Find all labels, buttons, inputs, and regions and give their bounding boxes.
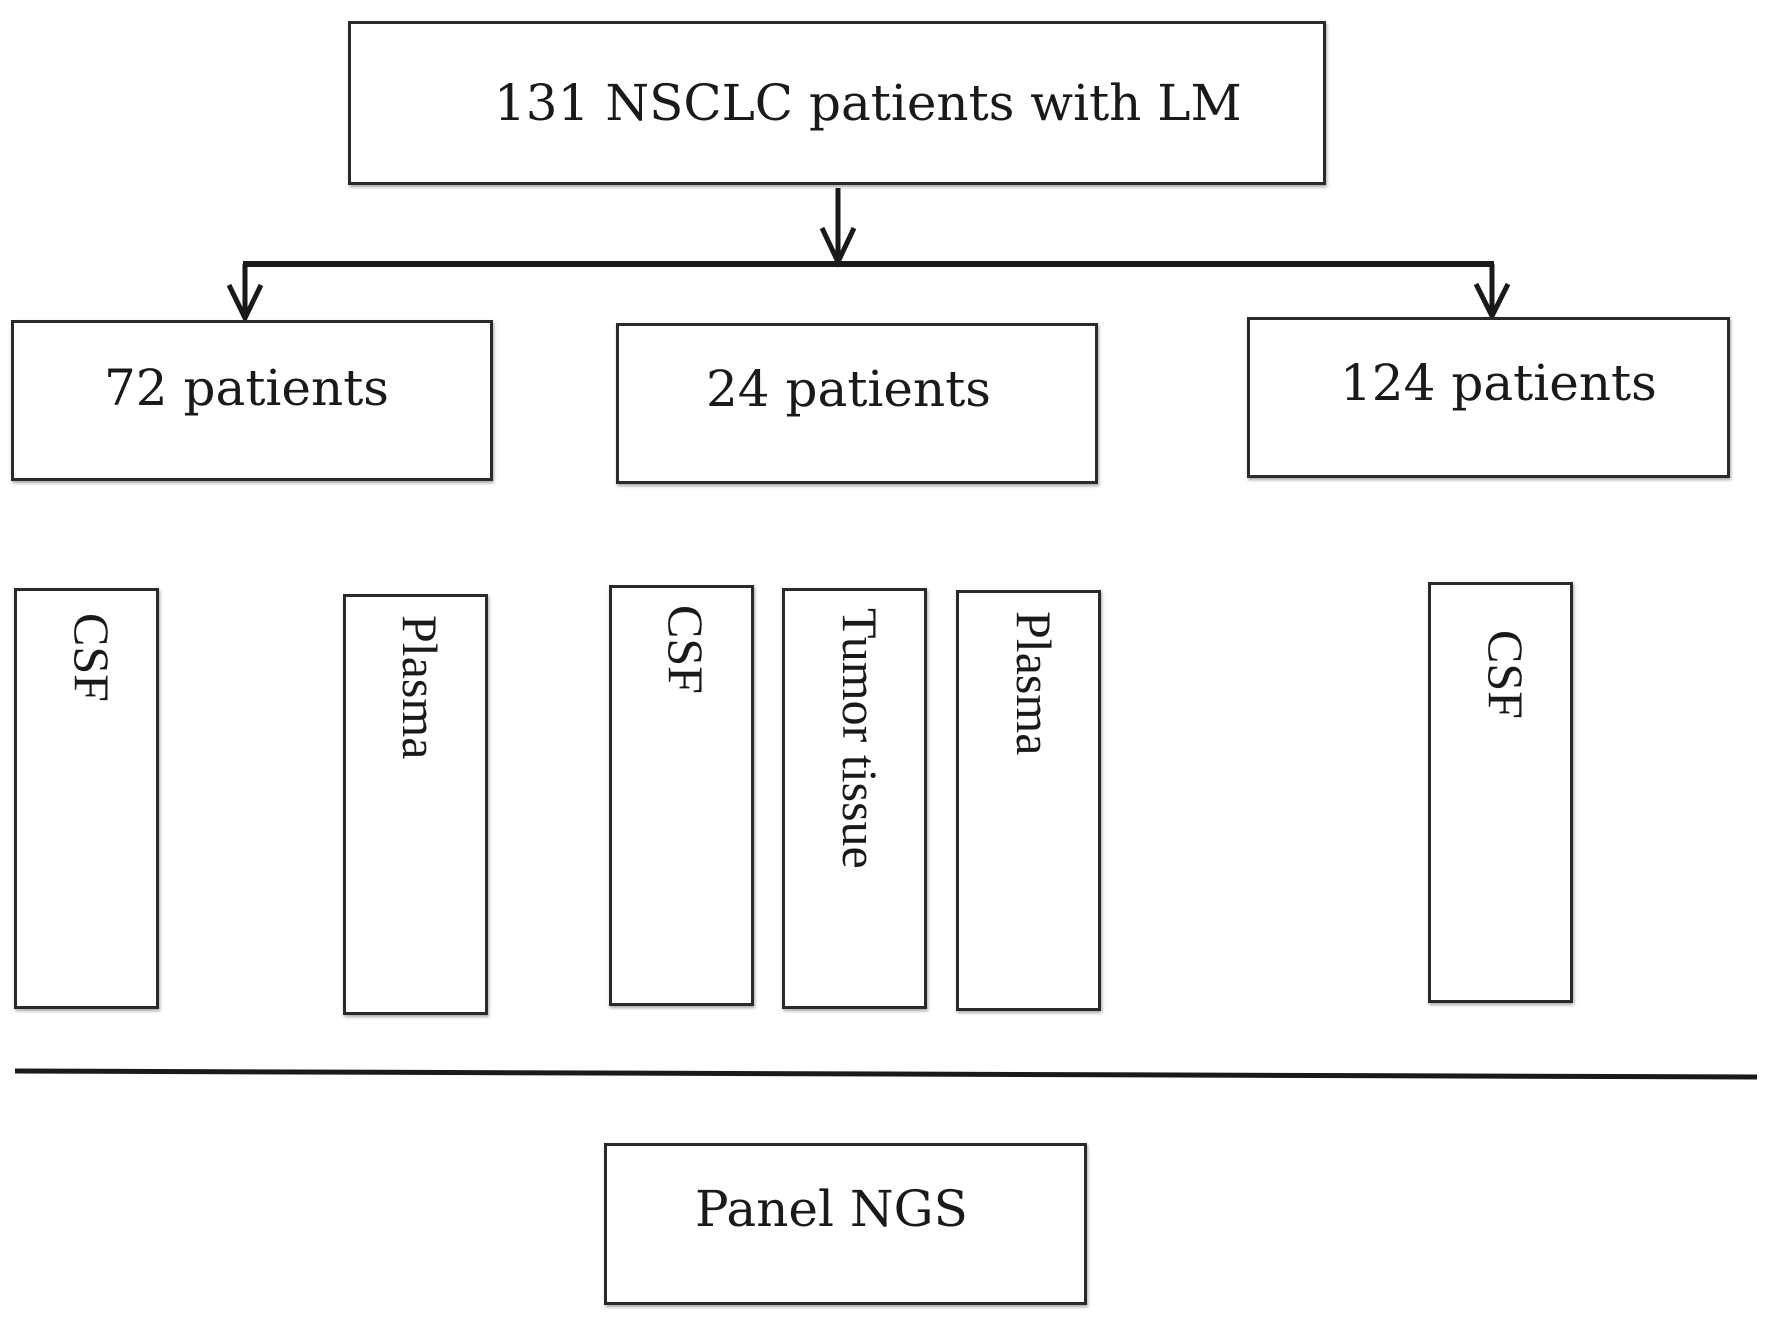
group-label-72: 72 patients <box>104 359 389 417</box>
sample-label-tumor-tissue-group2: Tumor tissue <box>832 608 888 869</box>
sample-box-csf-group3: CSF <box>1428 582 1573 1003</box>
sample-box-plasma-group2: Plasma <box>956 590 1101 1011</box>
sample-box-csf-group2: CSF <box>609 585 754 1006</box>
total-patients-box: 131 NSCLC patients with LM <box>348 21 1326 185</box>
branch-right-arrowhead <box>1473 282 1511 322</box>
sample-label-csf-group3: CSF <box>1478 630 1534 719</box>
branch-left-arrowhead <box>226 283 264 324</box>
sample-label-plasma-group1: Plasma <box>392 615 448 760</box>
panel-ngs-label: Panel NGS <box>695 1180 968 1238</box>
sample-label-csf-group2: CSF <box>658 605 714 694</box>
group-box-124: 124 patients <box>1247 317 1730 478</box>
sample-label-csf-group1: CSF <box>64 613 120 702</box>
group-label-24: 24 patients <box>706 360 991 418</box>
panel-ngs-box: Panel NGS <box>604 1143 1087 1305</box>
group-box-72: 72 patients <box>11 320 493 481</box>
total-patients-label: 131 NSCLC patients with LM <box>494 74 1242 132</box>
group-box-24: 24 patients <box>616 323 1098 484</box>
sample-box-tumor-tissue-group2: Tumor tissue <box>782 588 927 1009</box>
group-label-124: 124 patients <box>1340 354 1657 412</box>
separator-line <box>14 1068 1758 1080</box>
sample-label-plasma-group2: Plasma <box>1006 611 1062 756</box>
sample-box-plasma-group1: Plasma <box>343 594 488 1015</box>
sample-box-csf-group1: CSF <box>14 588 159 1009</box>
